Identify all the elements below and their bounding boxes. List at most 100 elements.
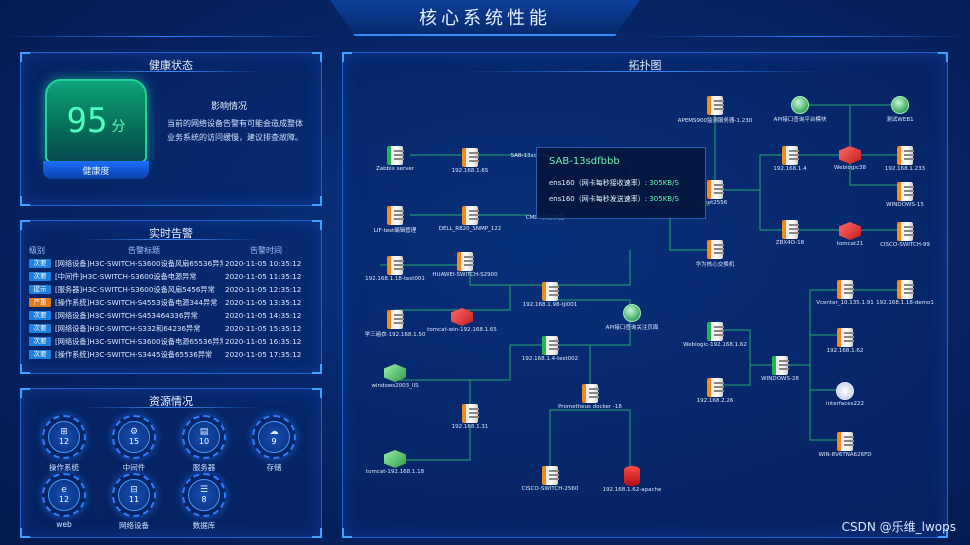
topology-node[interactable]: 192.168.1.4-test002 [510,336,590,362]
topology-node[interactable]: 192.168.1.18-test001 [355,256,435,282]
topology-node[interactable]: windows2003_lIS [355,364,435,389]
alert-title: [服务器]H3C-SWITCH-S3600设备风扇5456异常 [55,284,215,294]
topology-node-label: Vcenter_10.135.1.91 [816,300,874,306]
server-icon [462,206,479,225]
network-icon: ⊟ [130,485,138,495]
server-icon [387,310,404,329]
alert-level-badge: 严重 [29,298,51,307]
resource-item[interactable]: ⊟11 网络设备 [109,473,159,531]
server-icon [457,252,474,271]
topology-node[interactable]: 192.168.1.4 [750,146,830,172]
resource-ring: ☰8 [182,473,226,517]
topology-node[interactable]: API接口查询关注页面 [592,304,672,331]
topology-node[interactable]: tomcat-192.168.1.18 [355,450,435,475]
topology-node[interactable]: tomcat-win-192.168.1.65 [422,308,502,333]
storage-icon: ☁ [269,427,279,437]
topology-node[interactable]: WINDOWS-28 [740,356,820,382]
resource-count: 10 [198,437,210,446]
topology-node[interactable]: 192.168.1.31 [430,404,510,430]
topology-node[interactable]: tomcat21 [810,222,890,247]
tooltip-send-value: 305KB/S [649,195,679,203]
server-icon [387,146,404,165]
topology-node[interactable]: APEMS900监测服务器-1.230 [675,96,755,124]
topology-node[interactable]: WINDOWS-15 [865,182,945,208]
topology-node[interactable]: 测试WEB1 [860,96,940,123]
topology-node[interactable]: CISCO-SWITCH-99 [865,222,945,248]
server-icon [542,336,559,355]
server-icon [387,206,404,225]
topology-node[interactable]: 学三遍衣-192.168.1.50 [355,310,435,338]
windows-icon: ⊞ [60,427,68,437]
topology-node[interactable]: inet2556 [675,180,755,206]
alert-level-badge: 次要 [29,337,51,346]
topology-node[interactable]: 192.168.1.18-demo1 [865,280,945,306]
topology-node-label: HUAWEI-SWITCH-S2900 [432,272,498,278]
topology-node[interactable]: Prometheus docker -18 [550,384,630,410]
page-title-bar: 核心系统性能 [330,0,640,36]
topology-node-label: 测试WEB1 [886,117,914,123]
topology-node-label: 192.168.1.4 [773,166,807,172]
server-icon [837,328,854,347]
topology-node-label: 192.168.1.18-test001 [365,276,425,282]
topology-node[interactable]: ZBX4O-18 [750,220,830,246]
resource-label: 网络设备 [119,521,149,530]
topology-node-label: tomcat-win-192.168.1.65 [427,327,497,333]
topology-node[interactable]: 192.168.1.62-apache [592,466,672,493]
topology-node[interactable]: Vcenter_10.135.1.91 [805,280,885,306]
topology-node[interactable]: 192.168.1.98-tjl001 [510,282,590,308]
topology-node[interactable]: Weblogic-192.168.1.62 [675,322,755,348]
topology-node-label: interfaces222 [826,401,864,407]
topology-node[interactable]: DELL_R820_SNMP_122 [430,206,510,232]
tooltip-receive-label: ens160（网卡每秒接收速率）: [549,179,650,187]
topology-node[interactable]: Zabbix server [355,146,435,172]
topology-node[interactable]: 192.168.2.26 [675,378,755,404]
topology-node-label: windows2003_lIS [371,383,419,389]
alert-title: [网络设备]H3C-SWITCH-S3600设备电源65536异常 [55,336,223,346]
resource-inner: ⊞12 [48,421,80,453]
health-panel-title: 健康状态 [149,59,193,72]
globe-icon [891,96,909,114]
topology-node[interactable]: API接口查询平台模块 [760,96,840,123]
topology-node[interactable]: Weblogic38 [810,146,890,171]
server-icon [837,280,854,299]
topology-node[interactable]: SAB-13sdfbbb [490,152,570,159]
alert-time: 2020-11-05 12:35:12 [225,285,302,294]
topology-node-label: WINDOWS-15 [886,202,924,208]
topology-node-label: 192.168.1.233 [884,166,926,172]
resource-ring: ⊟11 [112,473,156,517]
topology-node[interactable]: HUAWEI-SWITCH-S2900 [425,252,505,278]
topology-node[interactable]: LIF-test编辑管理 [355,206,435,234]
topology-node-label: 192.168.1.98-tjl001 [522,302,578,308]
server-icon [897,182,914,201]
resource-inner: ☰8 [188,479,220,511]
topology-node[interactable]: CISCO-SWITCH-2560 [510,466,590,492]
topology-node-label: SAB-13sdfbbb [510,153,550,159]
topology-node[interactable]: 192.168.1.62 [805,328,885,354]
ie-icon: e [61,485,67,495]
alerts-col-title: 告警标题 [128,246,160,255]
topology-node[interactable]: 192.168.1.233 [865,146,945,172]
health-gauge: 95 分 健康度 [43,79,149,181]
topology-node-label: 华为核心交换机 [695,262,735,268]
topology-node[interactable]: WIN-8V6TNA626FD [805,432,885,458]
topology-node[interactable]: 华为核心交换机 [675,240,755,268]
resource-label: 中间件 [122,463,146,472]
alert-time: 2020-11-05 10:35:12 [225,259,302,268]
topology-node[interactable]: 192.168.1.65 [430,148,510,174]
topology-node[interactable]: interfaces222 [805,382,885,407]
